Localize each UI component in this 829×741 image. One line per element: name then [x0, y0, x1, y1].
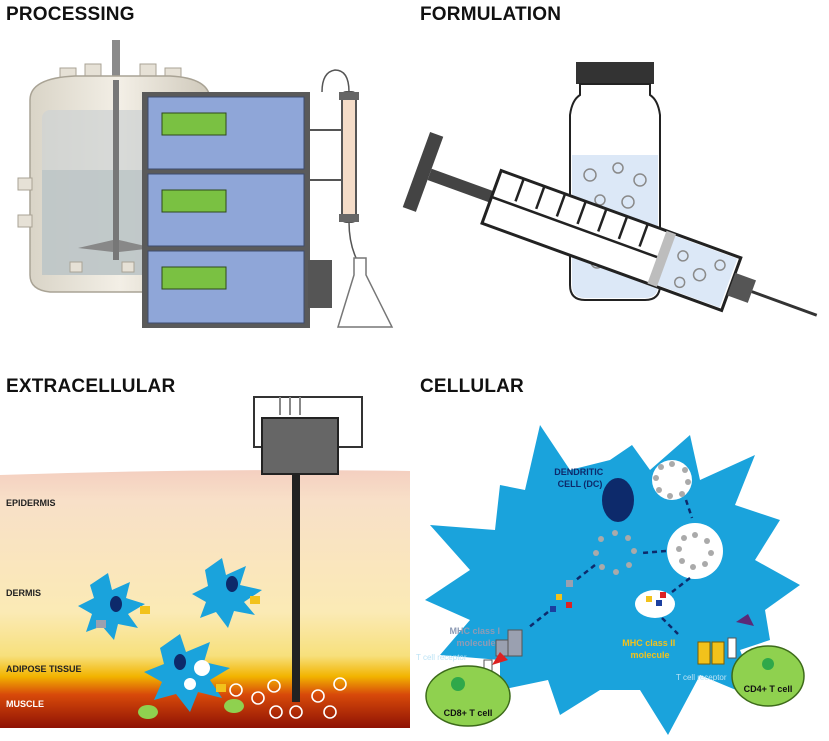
panel-title-extracellular: EXTRACELLULAR [6, 376, 176, 397]
tcr-right-label: T cell receptor [676, 673, 727, 682]
vaccine-particles [229, 677, 347, 719]
panel-title-processing: PROCESSING [6, 4, 135, 25]
lysosome [635, 590, 675, 618]
dendritic-cell-label: DENDRITIC CELL (DC) [554, 467, 606, 489]
small-dendritic-cell-3 [144, 634, 230, 712]
control-cabinet [142, 92, 332, 328]
layer-label-dermis: DERMIS [6, 588, 41, 598]
cd8-nucleus [451, 677, 465, 691]
layer-label-adipose: ADIPOSE TISSUE [6, 664, 82, 674]
cd4-nucleus [762, 658, 774, 670]
tcr-right [727, 614, 754, 659]
cytosolic-release [593, 530, 637, 575]
panel-title-cellular: CELLULAR [420, 376, 524, 397]
layer-label-epidermis: EPIDERMIS [6, 498, 56, 508]
syringe [402, 131, 818, 317]
chromatography-column [310, 69, 359, 263]
cd8-label: CD8+ T cell [444, 708, 493, 718]
small-dendritic-cell-1 [78, 573, 150, 640]
peptide-fragments [550, 580, 573, 612]
mhc-class-1 [495, 629, 523, 657]
mhc-class-2-label: MHC class II molecule [622, 638, 678, 660]
cd4-label: CD4+ T cell [744, 684, 793, 694]
cd4-t-cell [731, 645, 805, 707]
cd8-t-cell [425, 665, 511, 727]
panel-title-formulation: FORMULATION [420, 4, 562, 25]
mhc-class-1-label: MHC class I molecule [449, 626, 502, 648]
injection-device [253, 396, 363, 702]
dc-nucleus [602, 478, 634, 522]
mhc-class-2 [697, 641, 725, 665]
small-t-cells [138, 699, 244, 719]
layer-label-muscle: MUSCLE [6, 699, 44, 709]
erlenmeyer-flask [336, 257, 394, 328]
endosome [667, 523, 723, 579]
pathway-arrows [527, 499, 694, 635]
antigen-nanoparticle [652, 460, 692, 500]
small-dendritic-cell-2 [192, 558, 262, 628]
tcr-left-label: T cell receptor [416, 653, 467, 662]
